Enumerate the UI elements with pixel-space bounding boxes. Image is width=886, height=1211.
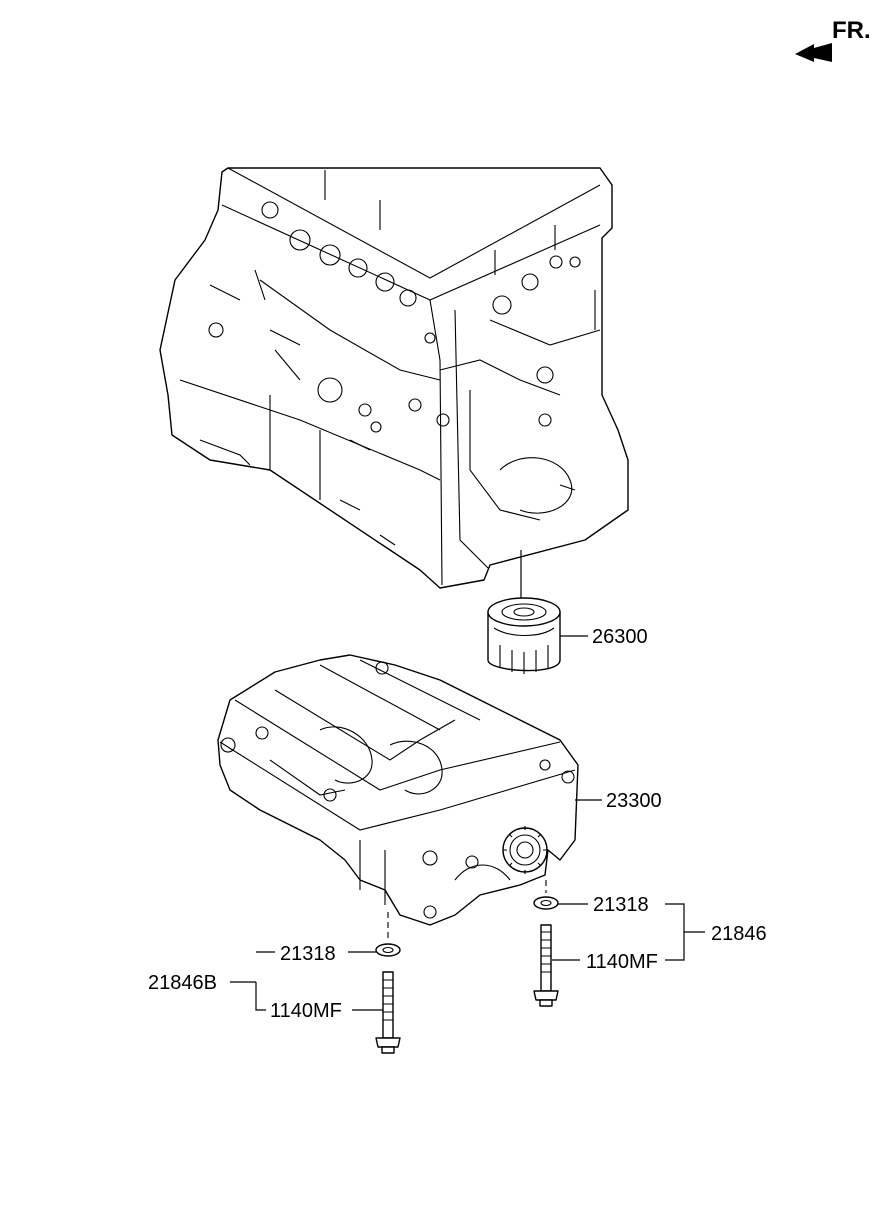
balance-shaft-module-drawing (217, 654, 579, 926)
drive-sprocket (502, 826, 548, 874)
callout-washer-left: 21318 (280, 943, 336, 965)
callout-bolt-right: 1140MF (586, 951, 658, 973)
callout-assembly-left: 21846B (148, 972, 217, 994)
callout-oil-filter: 26300 (592, 626, 648, 648)
callout-assembly-right: 21846 (711, 923, 767, 945)
front-label: FR. (832, 17, 871, 44)
callout-bolt-left: 1140MF (270, 1000, 342, 1022)
right-fastener-set (533, 880, 559, 1007)
engine-block-drawing (159, 167, 629, 589)
callout-labels: 26300 23300 21318 1140MF 21846 21318 114… (148, 626, 767, 1022)
bolt-left-drawing (375, 971, 401, 1054)
callout-washer-right: 21318 (593, 894, 649, 916)
leader-lines (230, 635, 705, 1011)
cylinder-bore-holes (208, 201, 581, 433)
callout-balance-shaft-module: 23300 (606, 790, 662, 812)
front-arrow-icon (795, 43, 832, 62)
washer-right-drawing (533, 896, 559, 910)
front-direction-indicator: FR. (795, 17, 871, 62)
oil-filter-drawing (487, 597, 561, 674)
bolt-right-drawing (533, 924, 559, 1007)
washer-left-drawing (375, 943, 401, 957)
left-fastener-set (375, 912, 401, 1054)
